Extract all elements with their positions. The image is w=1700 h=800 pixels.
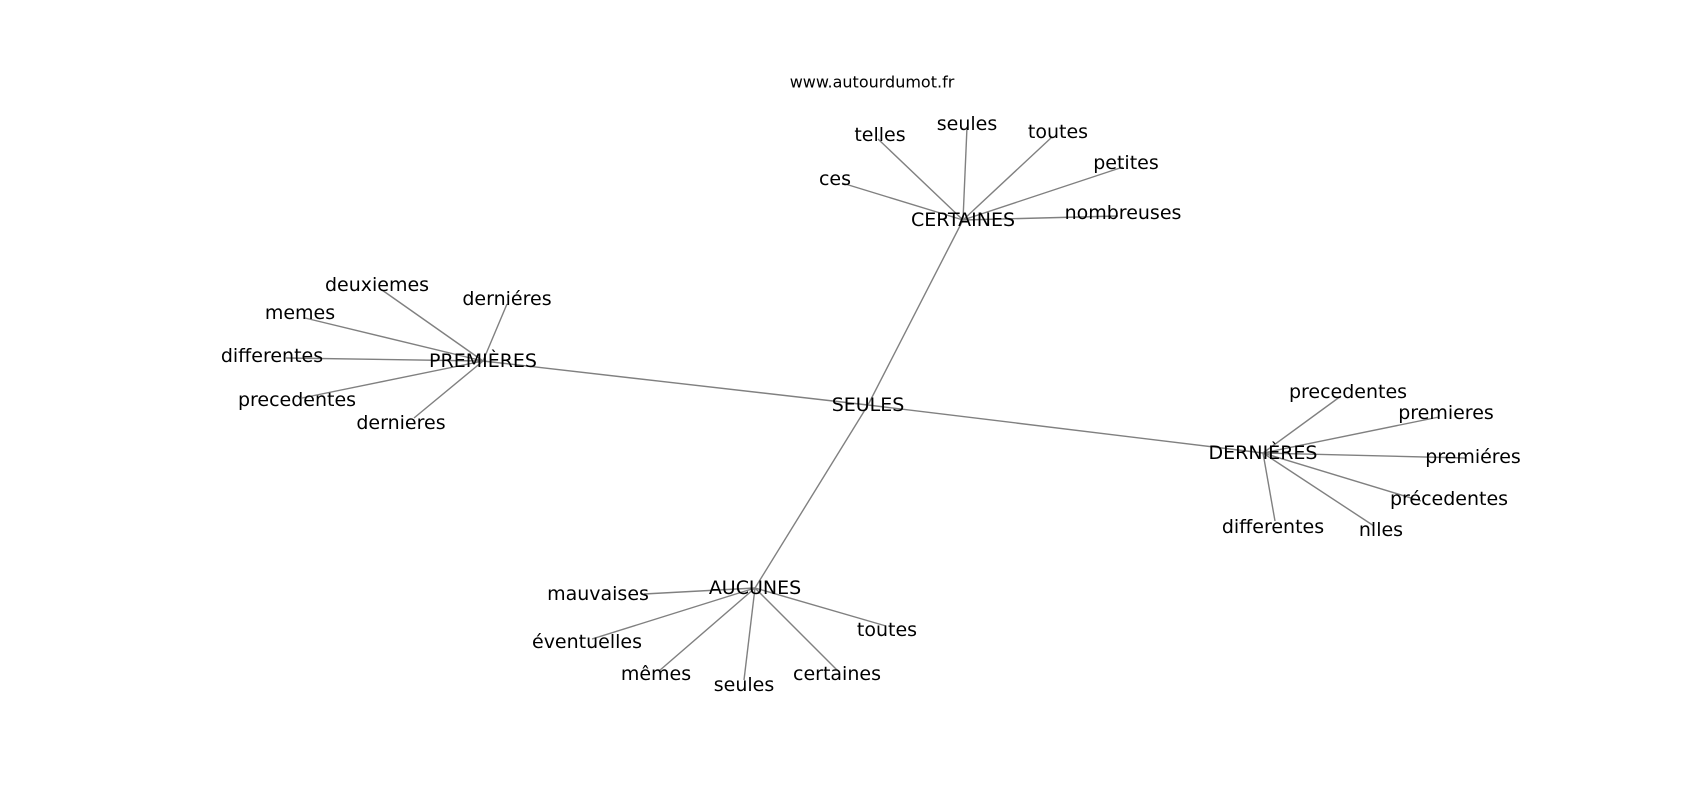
hub-to-leaf-edge <box>658 587 756 672</box>
hub-to-leaf-edge <box>962 215 1119 221</box>
center-to-hub-edge <box>867 219 964 406</box>
leaf-node-label: telles <box>854 124 905 146</box>
leaf-node-label: premiéres <box>1425 446 1521 468</box>
hub-to-leaf-edge <box>754 587 887 627</box>
leaf-node-label: precedentes <box>1289 381 1407 403</box>
leaf-node-label: premieres <box>1398 402 1494 424</box>
leaf-node-label: précedentes <box>1390 488 1508 510</box>
hub-node-label: CERTAINES <box>911 209 1015 231</box>
leaf-node-label: mauvaises <box>547 583 649 605</box>
hub-to-leaf-edge <box>285 357 484 362</box>
hub-to-leaf-edge <box>413 360 484 419</box>
leaf-node-label: precedentes <box>238 389 356 411</box>
hub-to-leaf-edge <box>381 289 484 362</box>
hub-to-leaf-edge <box>841 182 964 221</box>
leaf-node-label: nombreuses <box>1065 202 1182 224</box>
source-watermark: www.autourdumot.fr <box>790 73 955 92</box>
hub-to-leaf-edge <box>1262 452 1422 502</box>
hub-to-leaf-edge <box>962 126 968 221</box>
hub-to-leaf-edge <box>1262 452 1276 522</box>
leaf-node-label: differentes <box>221 345 323 367</box>
leaf-node-label: memes <box>265 302 335 324</box>
leaf-node-label: seules <box>714 674 775 696</box>
leaf-node-label: nlles <box>1359 519 1403 541</box>
leaf-node-label: differentes <box>1222 516 1324 538</box>
center-to-hub-edge <box>754 404 869 589</box>
leaf-node-label: certaines <box>793 663 881 685</box>
hub-to-leaf-edge <box>591 587 756 640</box>
center-node-label: SEULES <box>832 394 905 416</box>
hub-to-leaf-edge <box>1262 452 1375 527</box>
hub-to-leaf-edge <box>962 136 1053 221</box>
hub-to-leaf-edge <box>754 587 838 671</box>
leaf-node-label: éventuelles <box>532 631 642 653</box>
graph-edges <box>285 126 1466 681</box>
hub-to-leaf-edge <box>1262 452 1466 459</box>
leaf-node-label: toutes <box>1028 121 1088 143</box>
leaf-node-label: petites <box>1093 152 1159 174</box>
leaf-node-label: derniéres <box>462 288 551 310</box>
hub-to-leaf-edge <box>962 166 1124 221</box>
hub-to-leaf-edge <box>643 587 756 595</box>
leaf-node-label: ces <box>819 168 851 190</box>
hub-node-label: PREMIÈRES <box>429 349 537 372</box>
hub-node-label: DERNIÈRES <box>1209 441 1318 464</box>
hub-node-label: AUCUNES <box>709 577 801 599</box>
center-to-hub-edge <box>482 360 869 406</box>
hub-to-leaf-edge <box>301 360 484 399</box>
leaf-node-label: deuxiemes <box>325 274 429 296</box>
hub-to-leaf-edge <box>1262 395 1342 454</box>
center-to-hub-edge <box>867 404 1264 454</box>
leaf-node-label: dernieres <box>356 412 445 434</box>
leaf-node-label: seules <box>937 113 998 135</box>
hub-to-leaf-edge <box>877 138 964 221</box>
leaf-node-label: mêmes <box>621 663 691 685</box>
leaf-node-label: toutes <box>857 619 917 641</box>
hub-to-leaf-edge <box>482 303 508 362</box>
hub-to-leaf-edge <box>1262 416 1440 454</box>
hub-nodes: CERTAINES PREMIÈRES DERNIÈRES AUCUNES <box>429 209 1317 599</box>
hub-to-leaf-edge <box>743 587 756 681</box>
hub-to-leaf-edge <box>304 317 484 362</box>
